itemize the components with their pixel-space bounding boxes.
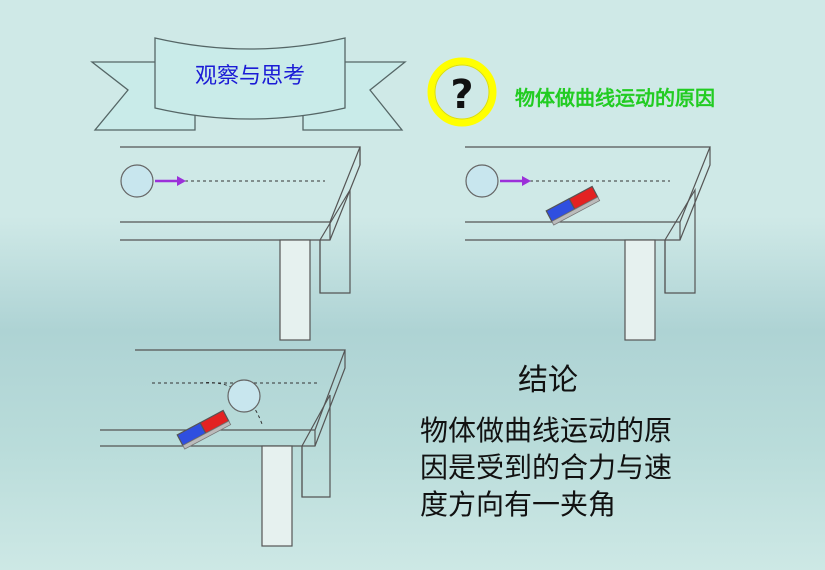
conclusion-title: 结论 [518, 363, 578, 398]
ribbon-banner [90, 37, 407, 131]
ball [465, 164, 499, 198]
svg-text:?: ? [450, 72, 473, 118]
bar-magnet [176, 409, 232, 450]
ribbon-body [154, 37, 346, 120]
table-magnet-ahead [465, 146, 711, 341]
conclusion-line: 度方向有一夹角 [420, 488, 617, 521]
conclusion-line: 因是受到的合力与速 [420, 451, 673, 484]
banner-title: 观察与思考 [194, 64, 305, 89]
ball [120, 164, 154, 198]
ball [227, 379, 261, 413]
table-straight-motion [120, 146, 361, 341]
bar-magnet [545, 185, 601, 226]
curved-path-line [199, 382, 263, 425]
conclusion-text: 物体做曲线运动的原 因是受到的合力与速 度方向有一夹角 [420, 412, 720, 523]
conclusion-line: 物体做曲线运动的原 [420, 414, 673, 447]
question-title: 物体做曲线运动的原因 [515, 86, 715, 110]
table-curved-motion [100, 349, 346, 547]
question-mark-icon: ? [427, 57, 497, 127]
